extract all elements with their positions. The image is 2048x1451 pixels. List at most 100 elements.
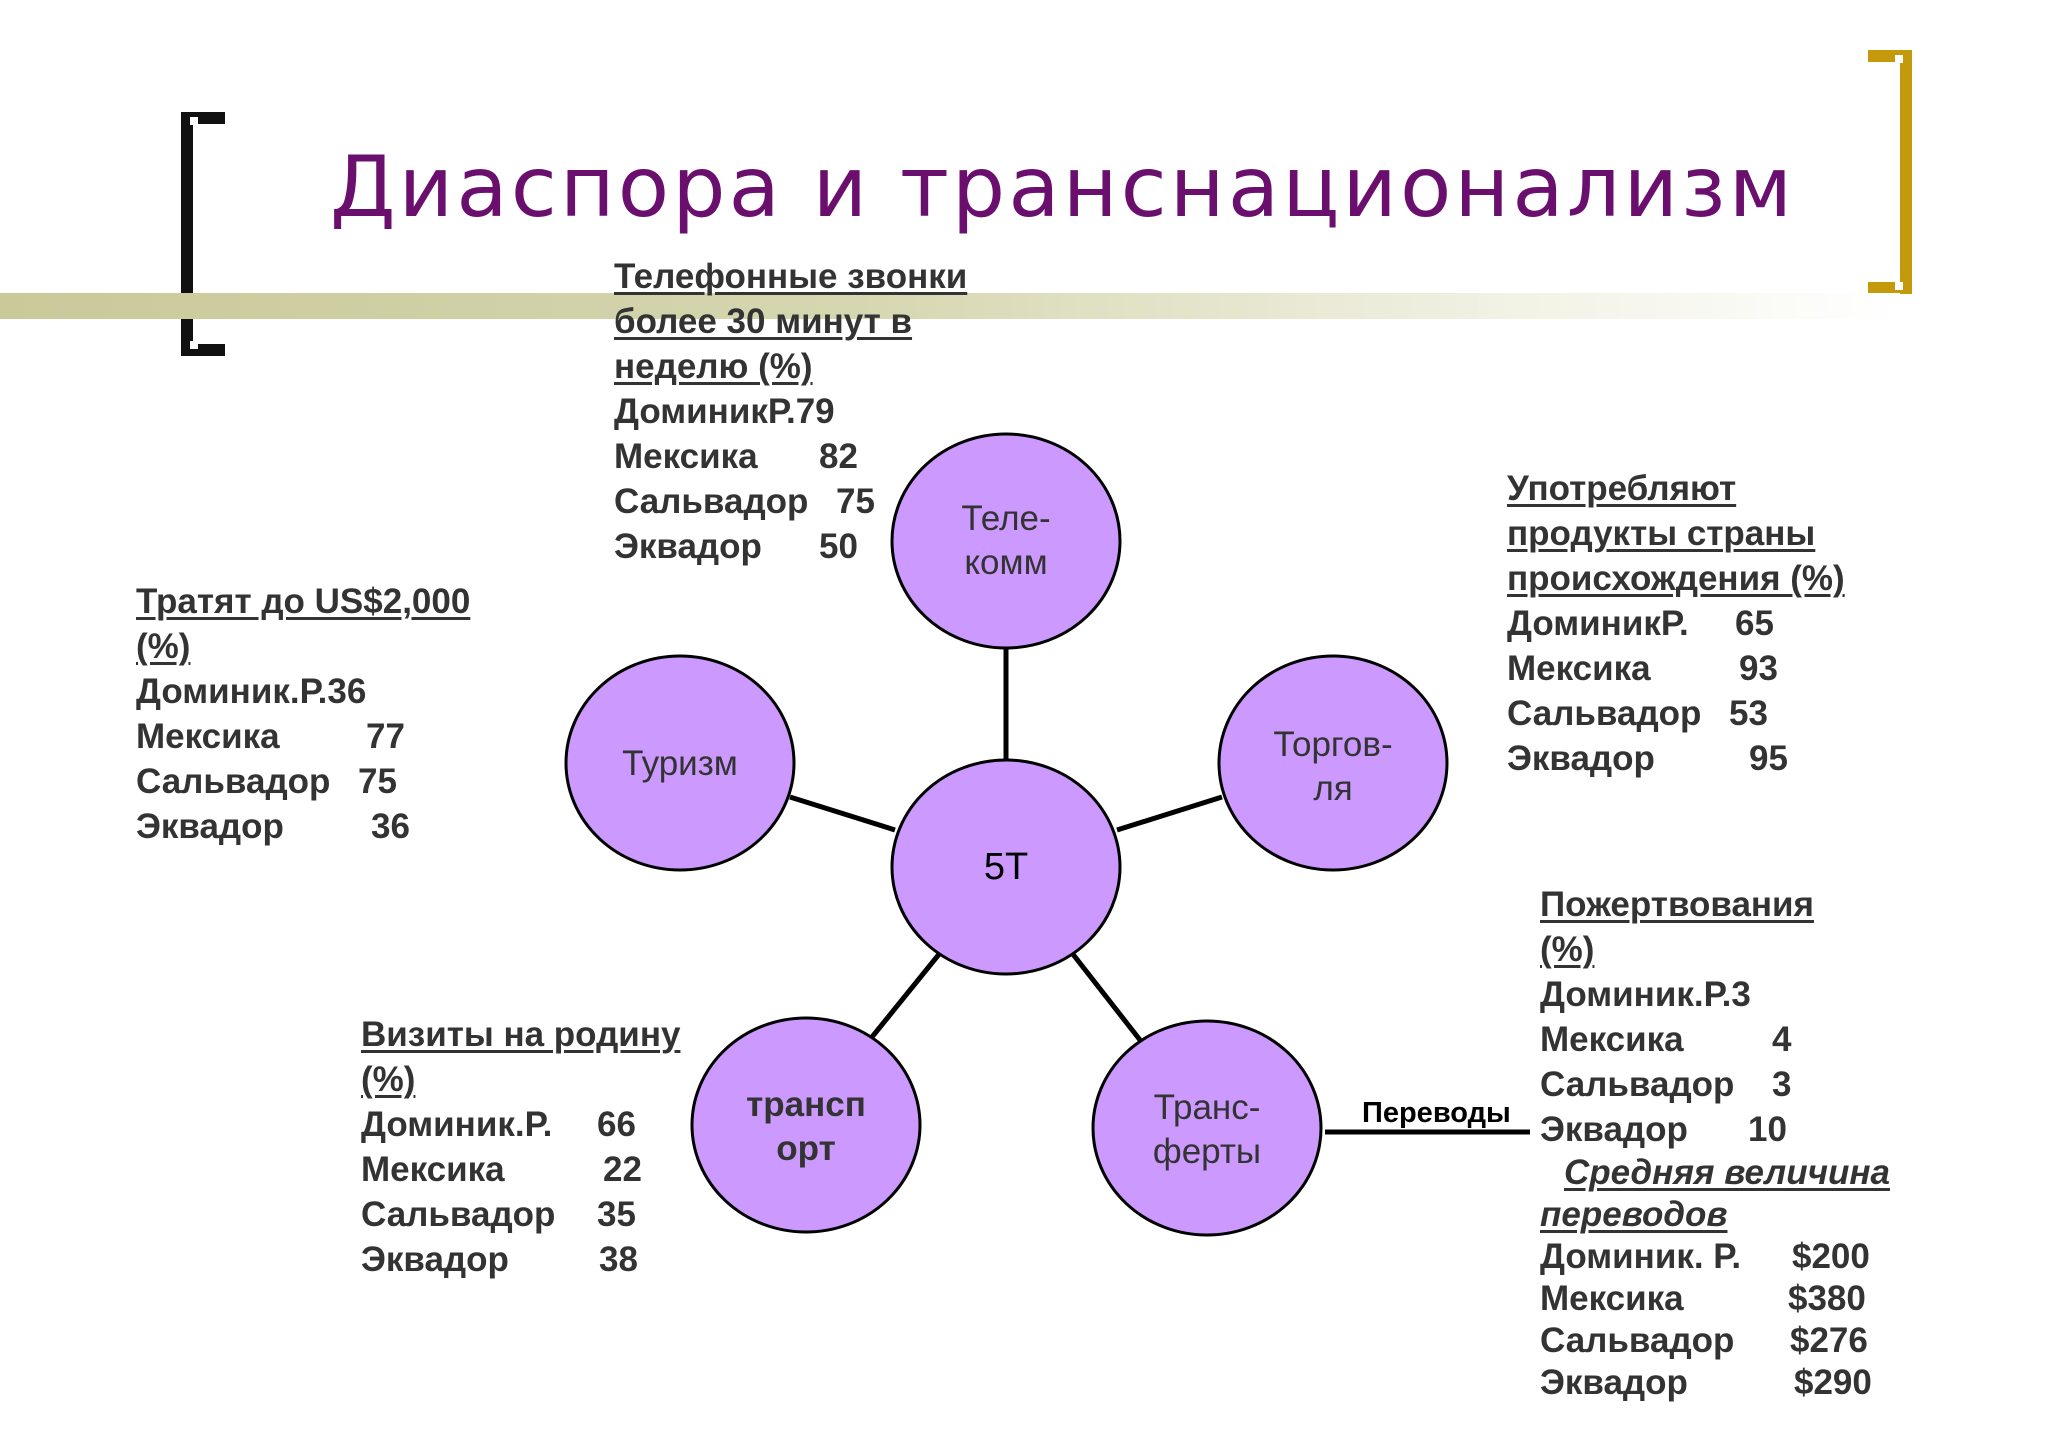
country-label: Сальвадор — [1540, 1321, 1735, 1360]
products-row: ДоминикР.65 — [1507, 601, 1845, 646]
nodes — [564, 432, 1449, 1237]
connector-trade — [1116, 794, 1223, 833]
visits-heading-2: (%) — [361, 1060, 416, 1099]
connector-transport — [870, 951, 942, 1039]
visits-heading-1: Визиты на родину — [361, 1015, 681, 1054]
country-label: ДоминикР. — [1507, 604, 1689, 643]
country-label: Доминик.Р. — [136, 672, 328, 711]
node-tourism-label: Туризм — [622, 744, 738, 783]
donations-row: Сальвадор 3 — [1540, 1062, 1890, 1107]
country-label: Доминик.Р. — [1540, 975, 1732, 1014]
country-label: Доминик.Р. — [361, 1105, 553, 1144]
country-label: Мексика — [1540, 1020, 1684, 1059]
value-label: 53 — [1729, 694, 1768, 733]
node-telecom-line-2: комм — [964, 543, 1048, 582]
spend-heading-2: (%) — [136, 627, 191, 666]
value-label: 38 — [599, 1240, 638, 1279]
avg-transfer-heading-1: Средняя величина — [1564, 1153, 1890, 1192]
country-label: Мексика — [1540, 1279, 1684, 1318]
node-center — [890, 758, 1122, 976]
donations-row: Доминик.Р.3 — [1540, 972, 1890, 1017]
page-title: Диаспора и транснационализм — [330, 138, 1796, 236]
node-telecom-label: Теле- комм — [906, 497, 1106, 585]
spend-block: Тратят до US$2,000 (%) Доминик.Р.36 Мекс… — [136, 579, 470, 849]
value-label: 3 — [1772, 1065, 1792, 1104]
value-label: 93 — [1739, 649, 1778, 688]
transfers-link-label: Переводы — [1362, 1097, 1511, 1129]
products-row: Мексика 93 — [1507, 646, 1845, 691]
donations-row: Мексика 4 — [1540, 1017, 1890, 1062]
node-transfers-line-2: ферты — [1152, 1132, 1262, 1171]
products-heading-3: происхождения (%) — [1507, 559, 1845, 598]
phone-heading-3: неделю (%) — [614, 347, 813, 386]
spend-row: Доминик.Р.36 — [136, 669, 470, 714]
phone-row: ДоминикР.79 — [614, 389, 967, 434]
value-label: 75 — [836, 482, 875, 521]
value-label: 10 — [1748, 1110, 1787, 1149]
value-label: 22 — [603, 1150, 642, 1189]
value-label: 36 — [371, 807, 410, 846]
country-label: Мексика — [1507, 649, 1651, 688]
spend-heading-1: Тратят до US$2,000 — [136, 582, 471, 621]
avg-transfer-heading-2: переводов — [1540, 1195, 1728, 1234]
node-transfers-label: Транс- ферты — [1107, 1086, 1307, 1174]
value-label: 4 — [1772, 1020, 1792, 1059]
node-transport-label: трансп орт — [706, 1083, 906, 1171]
avg-transfer-row: Мексика $380 — [1540, 1278, 1890, 1320]
node-transport — [690, 1016, 922, 1234]
country-label: Сальвадор — [361, 1195, 556, 1234]
country-label: Мексика — [614, 437, 758, 476]
phone-heading-2: более 30 минут в — [614, 302, 913, 341]
avg-transfer-row: Сальвадор $276 — [1540, 1320, 1890, 1362]
country-label: Доминик. Р. — [1540, 1237, 1742, 1276]
node-transport-line-1: трансп — [746, 1085, 866, 1124]
node-transport-line-2: орт — [776, 1129, 836, 1168]
products-heading-1: Употребляют — [1507, 469, 1737, 508]
connector-tourism — [789, 794, 896, 833]
country-label: Эквадор — [1540, 1110, 1688, 1149]
value-label: 95 — [1749, 739, 1788, 778]
visits-row: Мексика 22 — [361, 1147, 680, 1192]
connector-transfers — [1070, 951, 1142, 1042]
country-label: ДоминикР. — [614, 392, 796, 431]
connectors — [789, 648, 1530, 1135]
node-trade — [1217, 654, 1449, 872]
visits-row: Доминик.Р.66 — [361, 1102, 680, 1147]
country-label: Мексика — [361, 1150, 505, 1189]
country-label: Эквадор — [1540, 1363, 1688, 1402]
node-trade-label: Торгов- ля — [1233, 723, 1433, 811]
value-label: 82 — [819, 437, 858, 476]
country-label: Сальвадор — [614, 482, 809, 521]
node-center-label: 5Т — [983, 846, 1029, 888]
node-transfers — [1091, 1019, 1323, 1237]
value-label: 3 — [1731, 975, 1751, 1014]
country-label: Сальвадор — [1540, 1065, 1735, 1104]
value-label: $290 — [1794, 1363, 1872, 1402]
value-label: 35 — [597, 1195, 636, 1234]
value-label: 75 — [358, 762, 397, 801]
country-label: Мексика — [136, 717, 280, 756]
decorative-band — [0, 293, 1900, 319]
value-label: 79 — [795, 392, 835, 431]
donations-row: Эквадор 10 — [1540, 1107, 1890, 1152]
value-label: $276 — [1790, 1321, 1868, 1360]
visits-block: Визиты на родину (%) Доминик.Р.66 Мексик… — [361, 1012, 680, 1282]
phone-row: Сальвадор 75 — [614, 479, 967, 524]
products-heading-2: продукты страны — [1507, 514, 1816, 553]
node-telecom — [890, 432, 1122, 650]
phone-calls-block: Телефонные звонки более 30 минут в недел… — [614, 254, 967, 569]
value-label: $380 — [1788, 1279, 1866, 1318]
node-transfers-line-1: Транс- — [1153, 1088, 1261, 1127]
node-tourism — [564, 654, 796, 872]
donations-heading-2: (%) — [1540, 930, 1595, 969]
donations-heading-1: Пожертвования — [1540, 885, 1814, 924]
visits-row: Сальвадор 35 — [361, 1192, 680, 1237]
